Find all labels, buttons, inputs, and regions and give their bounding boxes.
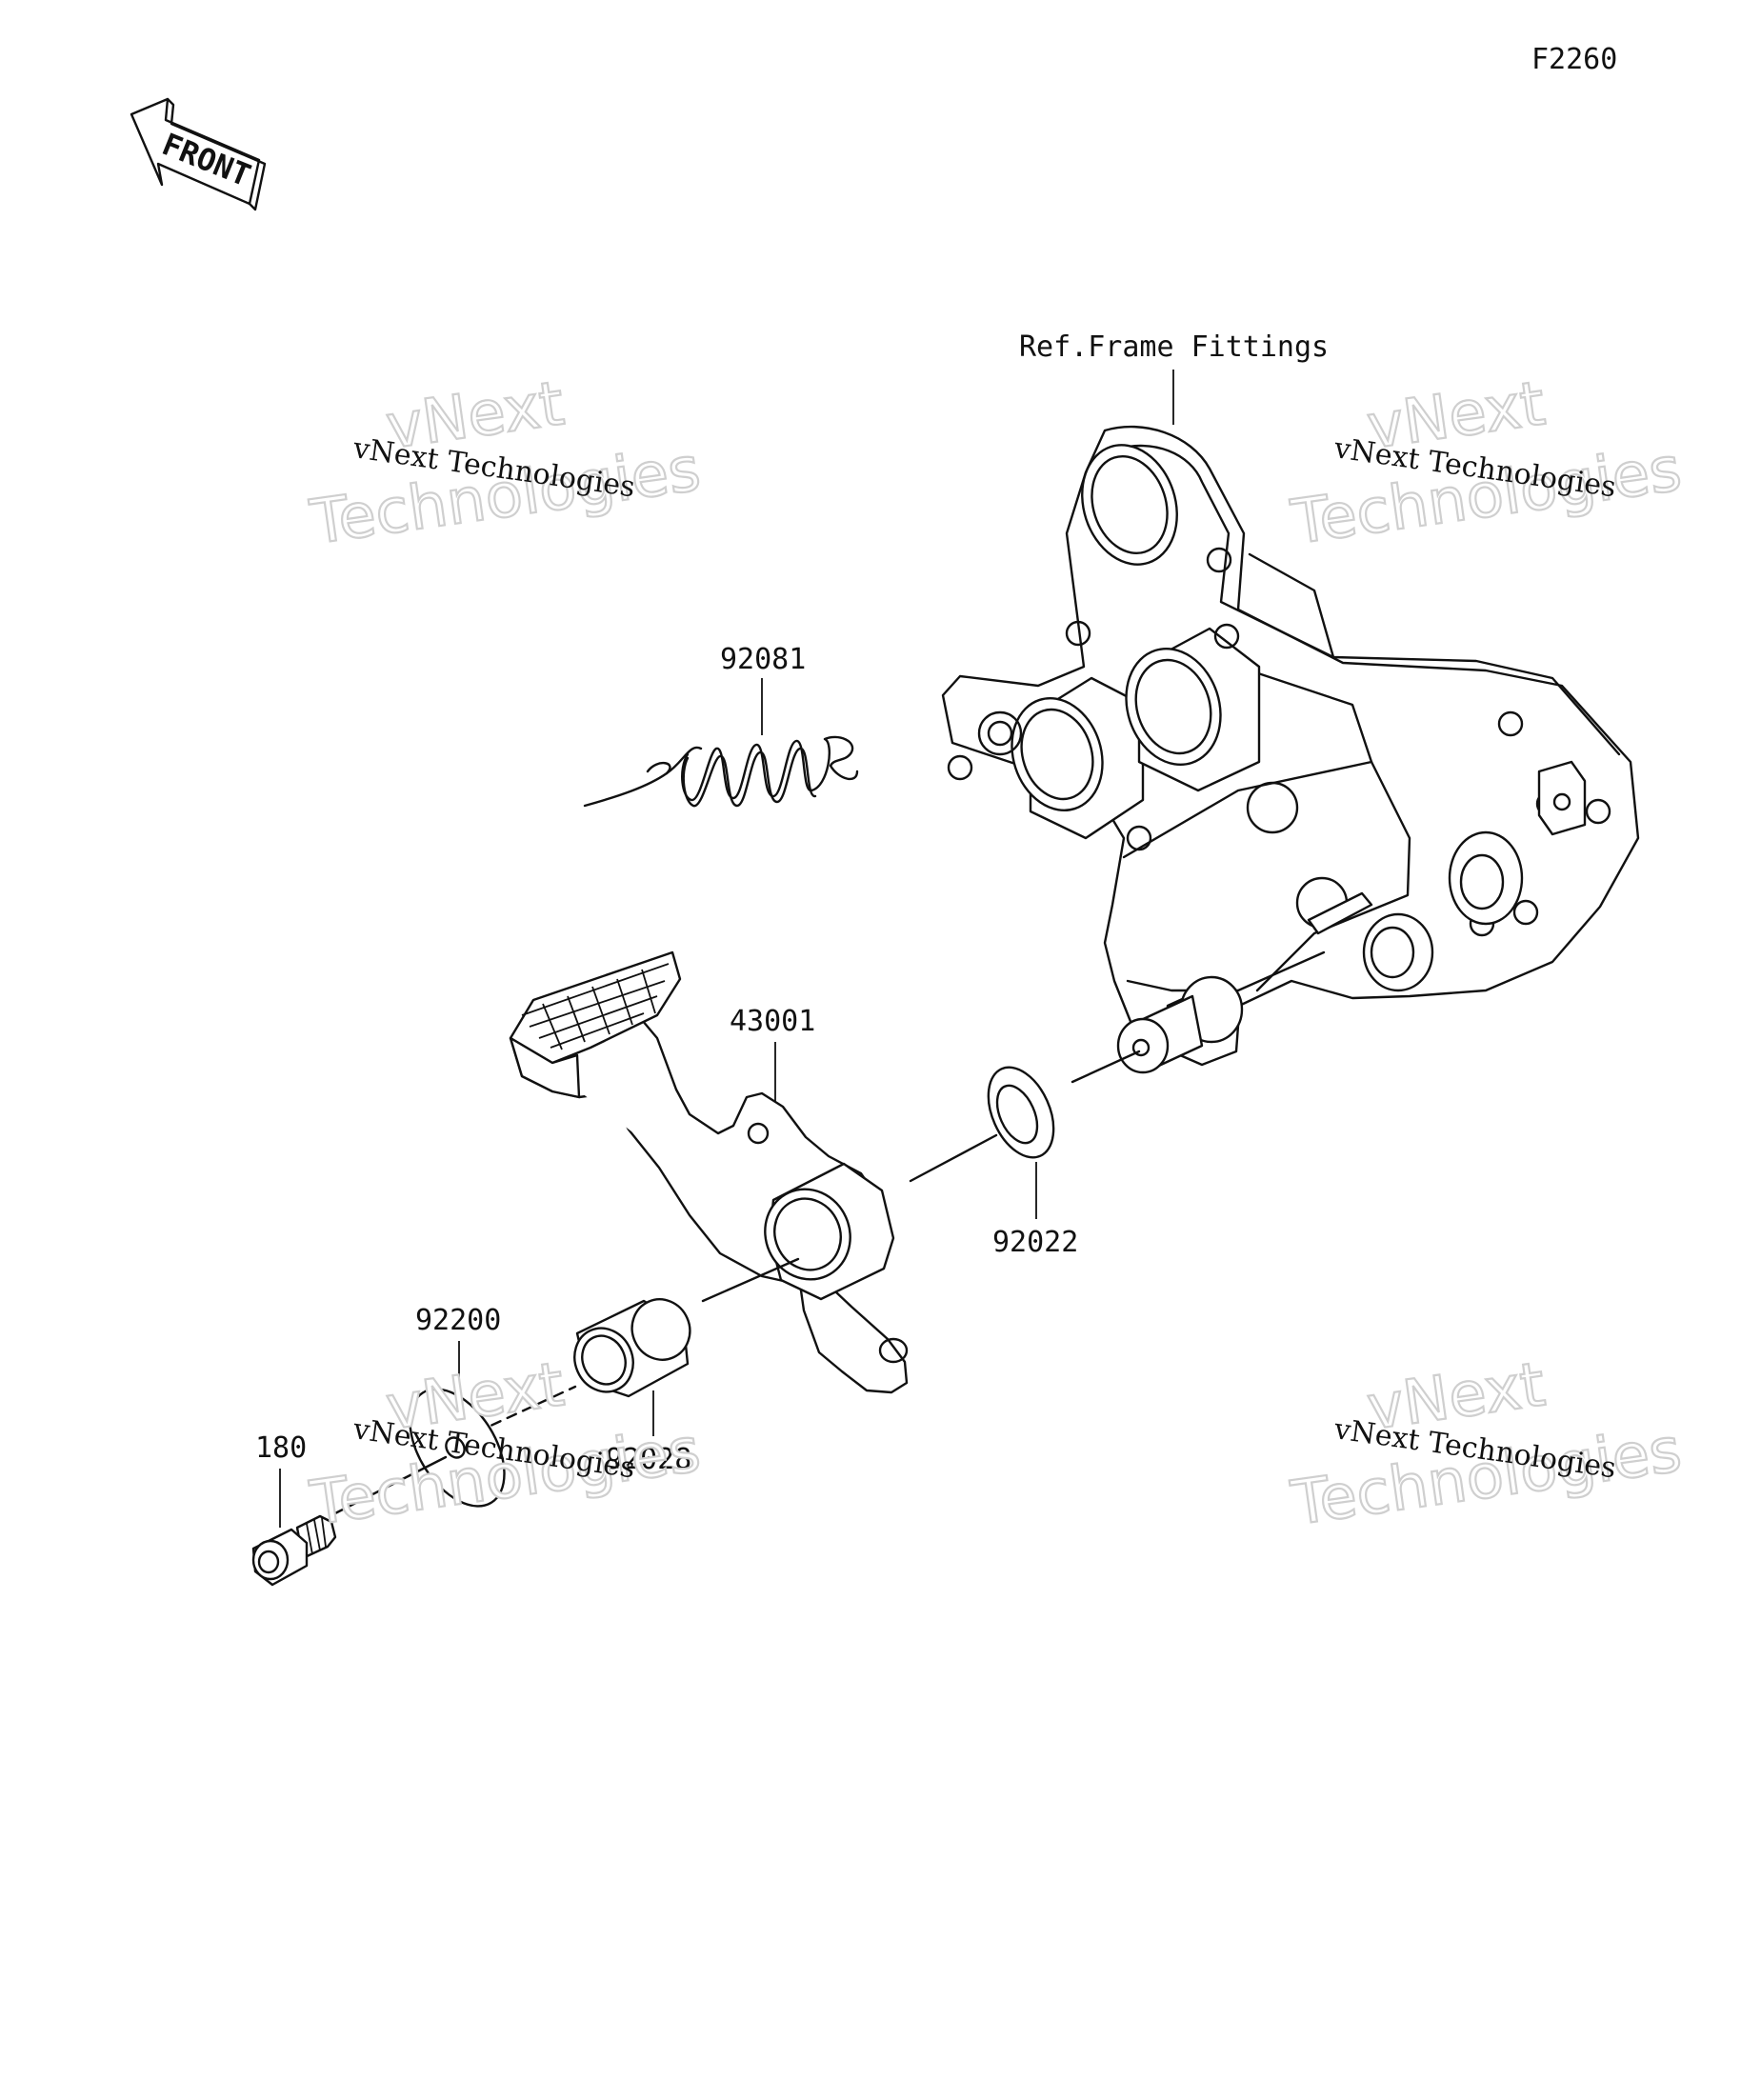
part-label-collar: 92028 bbox=[606, 1443, 691, 1476]
axis-line-frame bbox=[1071, 1050, 1141, 1084]
part-label-spring: 92081 bbox=[720, 643, 806, 676]
frame-reference-label: Ref.Frame Fittings bbox=[1019, 330, 1329, 364]
part-label-bolt: 180 bbox=[255, 1431, 307, 1465]
collar-part bbox=[573, 1298, 691, 1398]
axis-line-plate-collar bbox=[474, 1385, 577, 1434]
axis-line-collar-pedal bbox=[701, 1257, 800, 1303]
frame-bracket bbox=[941, 425, 1640, 1074]
axis-line-pedal-washer bbox=[909, 1133, 998, 1183]
spring-part bbox=[583, 735, 859, 808]
washer-part bbox=[987, 1066, 1055, 1159]
front-arrow-icon: FRONT bbox=[130, 97, 267, 211]
axis-line-bolt-plate bbox=[331, 1455, 448, 1516]
bolt-part bbox=[251, 1514, 337, 1587]
part-label-washer: 92022 bbox=[992, 1226, 1078, 1259]
part-label-pedal: 43001 bbox=[730, 1005, 815, 1038]
part-label-plate-washer: 92200 bbox=[415, 1304, 501, 1337]
figure-code: F2260 bbox=[1531, 43, 1617, 76]
brake-pedal-part bbox=[509, 950, 909, 1394]
